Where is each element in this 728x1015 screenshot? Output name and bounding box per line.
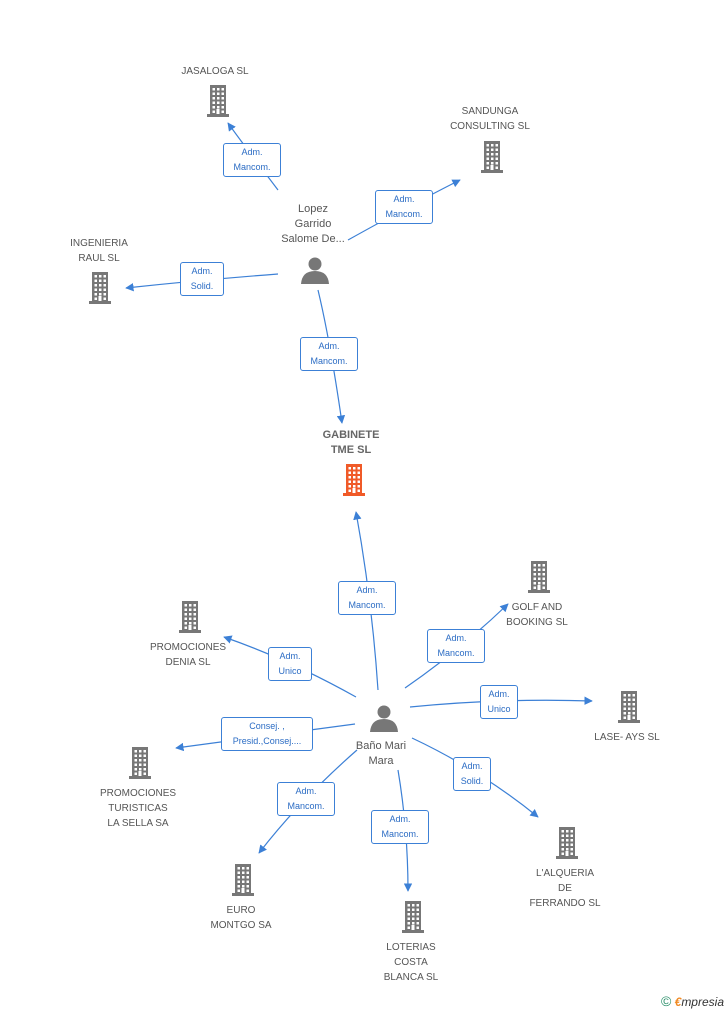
alqueria-building-icon[interactable]	[556, 827, 578, 859]
node-label-ingenieria[interactable]: INGENIERIA RAUL SL	[70, 238, 128, 264]
edge-label-lopez-to-ingenieria[interactable]: Adm. Solid.	[180, 262, 224, 296]
edge-label-bano-to-alqueria[interactable]: Adm. Solid.	[453, 757, 491, 791]
node-label-golf[interactable]: GOLF AND BOOKING SL	[506, 602, 568, 628]
copyright-icon: ©	[660, 993, 672, 1009]
node-label-promo_denia[interactable]: PROMOCIONES DENIA SL	[149, 642, 227, 668]
edge-label-lopez-to-gabinete[interactable]: Adm. Mancom.	[300, 337, 358, 371]
node-label-lase[interactable]: LASE- AYS SL	[594, 732, 660, 743]
euro-building-icon[interactable]	[232, 864, 254, 896]
bano-person-icon[interactable]	[370, 705, 398, 733]
brand-footer: © €mpresia	[661, 993, 724, 1009]
promo_sella-building-icon[interactable]	[129, 747, 151, 779]
node-label-euro[interactable]: EURO MONTGO SA	[210, 905, 272, 931]
golf-building-icon[interactable]	[528, 561, 550, 593]
promo_denia-building-icon[interactable]	[179, 601, 201, 633]
node-label-gabinete[interactable]: GABINETE TME SL	[322, 429, 380, 456]
edge-label-lopez-to-jasaloga[interactable]: Adm. Mancom.	[223, 143, 281, 177]
edge-label-bano-to-gabinete[interactable]: Adm. Mancom.	[338, 581, 396, 615]
node-label-lopez[interactable]: Lopez Garrido Salome De...	[281, 203, 345, 245]
brand-logo-e: €	[674, 995, 682, 1009]
node-label-bano[interactable]: Baño Mari Mara	[355, 740, 407, 767]
brand-logo-text: mpresia	[681, 995, 724, 1009]
ingenieria-building-icon[interactable]	[89, 272, 111, 304]
gabinete-building-icon[interactable]	[343, 464, 365, 496]
edge-label-lopez-to-sandunga[interactable]: Adm. Mancom.	[375, 190, 433, 224]
node-label-sandunga[interactable]: SANDUNGA CONSULTING SL	[450, 106, 530, 132]
node-label-jasaloga[interactable]: JASALOGA SL	[181, 66, 249, 77]
jasaloga-building-icon[interactable]	[207, 85, 229, 117]
edge-label-bano-to-promo_sella[interactable]: Consej. , Presid.,Consej....	[221, 717, 313, 751]
node-label-loterias[interactable]: LOTERIAS COSTA BLANCA SL	[383, 942, 439, 983]
loterias-building-icon[interactable]	[402, 901, 424, 933]
edge-label-bano-to-golf[interactable]: Adm. Mancom.	[427, 629, 485, 663]
edge-label-bano-to-loterias[interactable]: Adm. Mancom.	[371, 810, 429, 844]
lase-building-icon[interactable]	[618, 691, 640, 723]
lopez-person-icon[interactable]	[301, 257, 329, 285]
edge-label-bano-to-euro[interactable]: Adm. Mancom.	[277, 782, 335, 816]
node-label-alqueria[interactable]: L'ALQUERIA DE FERRANDO SL	[529, 868, 601, 909]
edge-label-bano-to-lase[interactable]: Adm. Unico	[480, 685, 518, 719]
edge-label-bano-to-promo_denia[interactable]: Adm. Unico	[268, 647, 312, 681]
sandunga-building-icon[interactable]	[481, 141, 503, 173]
node-label-promo_sella[interactable]: PROMOCIONES TURISTICAS LA SELLA SA	[99, 788, 177, 829]
